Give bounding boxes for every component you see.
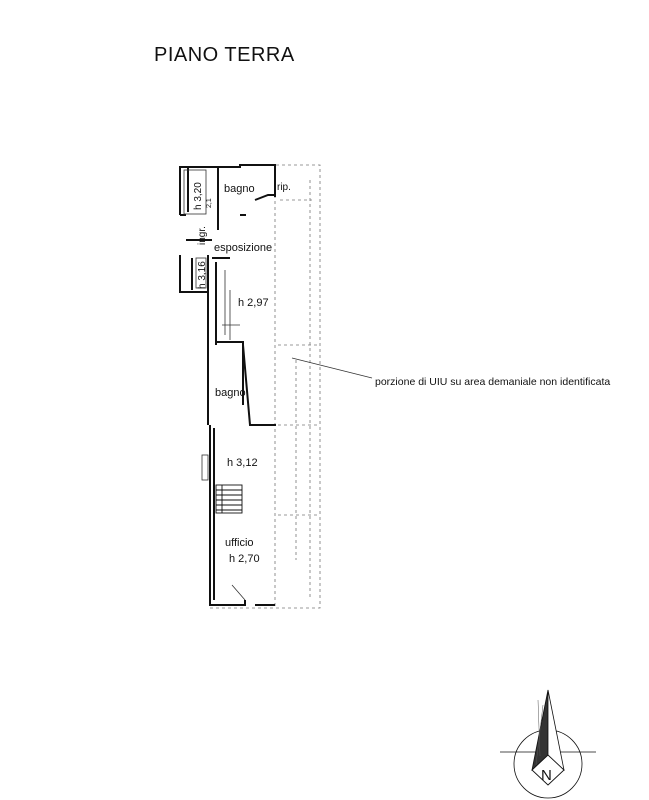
dimension-label-small: 2,1 (206, 198, 213, 208)
page-title: PIANO TERRA (154, 44, 295, 66)
north-arrow-icon: N (500, 689, 596, 799)
annotation-leader-line (291, 357, 373, 379)
room-label-ufficio: ufficio (225, 537, 254, 549)
height-label-270: h 2,70 (229, 553, 260, 565)
demanial-area-outline (208, 164, 321, 609)
staircase (215, 484, 243, 514)
north-label: N (541, 767, 552, 784)
room-label-bagno-top: bagno (224, 183, 255, 195)
wall-details (183, 169, 246, 601)
height-label-312: h 3,12 (227, 457, 258, 469)
height-label-316: h 3,16 (197, 261, 208, 289)
room-label-rip: rip. (277, 182, 291, 193)
room-label-ingr: ingr. (197, 226, 208, 245)
height-label-320: h 3,20 (193, 182, 204, 210)
walls (179, 164, 276, 606)
room-label-esposizione: esposizione (214, 242, 272, 254)
room-label-bagno-mid: bagno (215, 387, 246, 399)
demanial-area-annotation: porzione di UIU su area demaniale non id… (375, 376, 610, 388)
height-label-297: h 2,97 (238, 297, 269, 309)
